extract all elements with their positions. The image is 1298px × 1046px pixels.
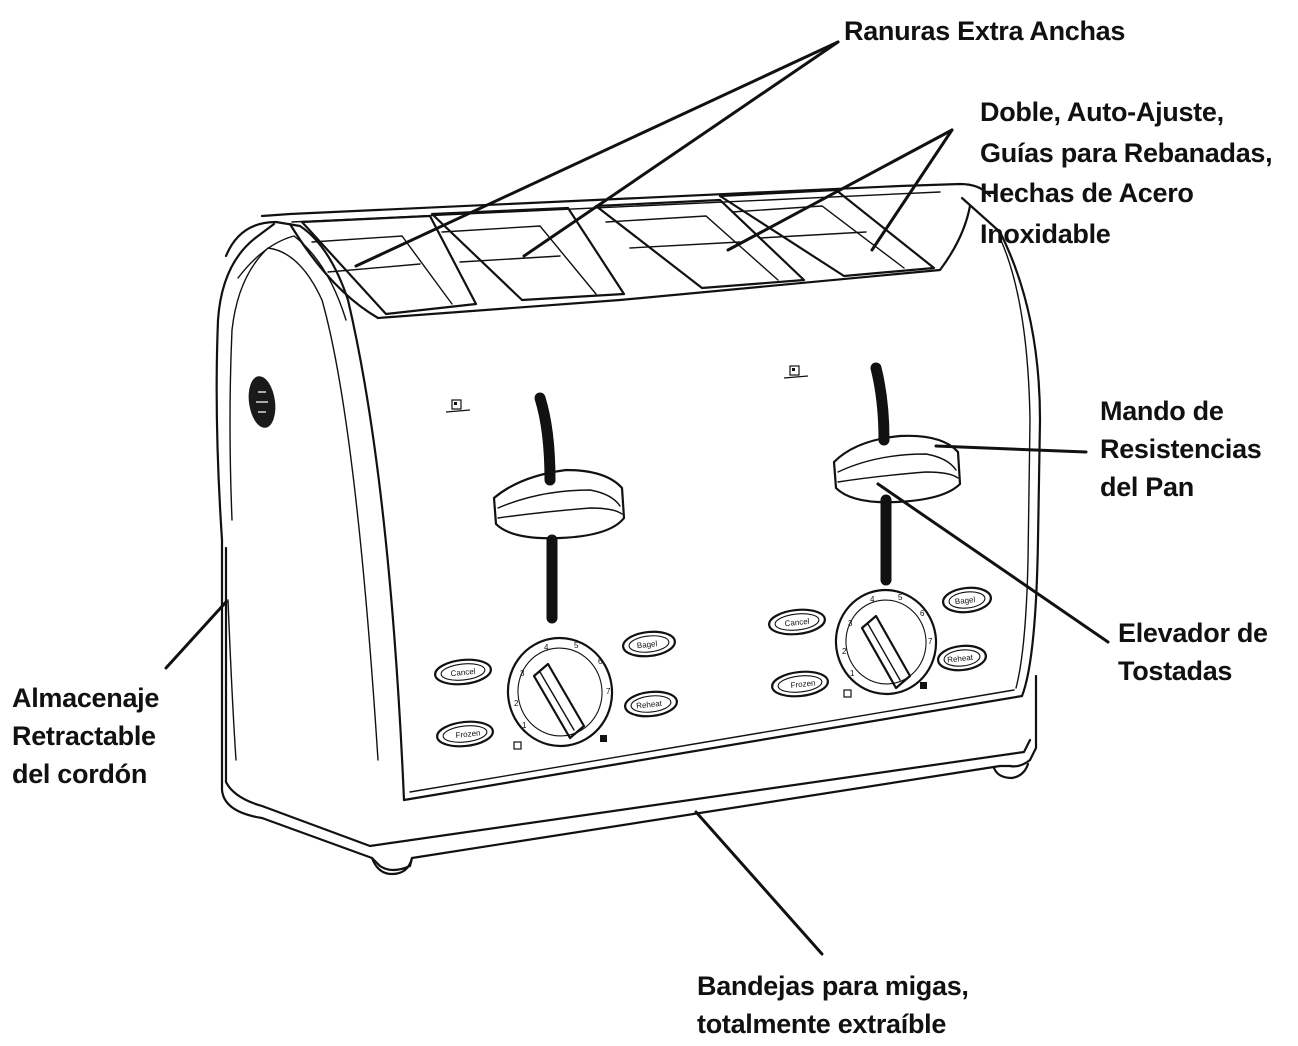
lever-left: [492, 392, 626, 624]
dial-tick: 7: [928, 637, 933, 646]
browning-dial-left[interactable]: 1 2 3 4 5 6 7: [501, 631, 619, 752]
bagel-button[interactable]: Bagel: [622, 629, 676, 658]
cancel-label: Cancel: [784, 617, 810, 629]
bread-slot-3: [594, 198, 806, 290]
callout-line: Doble, Auto-Ajuste,: [980, 97, 1224, 127]
dial-tick: 4: [544, 643, 549, 652]
frozen-label: Frozen: [790, 678, 816, 690]
callout-line: Ranuras Extra Anchas: [844, 16, 1126, 46]
leader-slots-1: [354, 40, 840, 268]
dial-tick: 1: [522, 721, 527, 730]
reheat-label: Reheat: [947, 653, 974, 665]
callout-toast-lift: Elevador de Tostadas: [1118, 614, 1268, 690]
leader-lines: [164, 40, 1110, 956]
callout-crumb-tray: Bandejas para migas, totalmente extraíbl…: [697, 967, 969, 1043]
leader-guides-1: [726, 128, 954, 252]
callout-line: Inoxidable: [980, 218, 1111, 249]
browning-dial-right[interactable]: 1 2 3 4 5 6 7: [829, 584, 943, 701]
callout-extra-wide-slots: Ranuras Extra Anchas: [844, 12, 1125, 50]
reheat-button[interactable]: Reheat: [624, 689, 678, 718]
callout-line: Tostadas: [1118, 656, 1233, 686]
leader-lever: [876, 482, 1110, 644]
bagel-label: Bagel: [636, 639, 658, 650]
bagel-label: Bagel: [954, 595, 976, 606]
leader-tray: [694, 810, 824, 956]
logo-badge-icon: [248, 376, 276, 428]
frozen-label: Frozen: [455, 728, 481, 740]
dial-tick: 6: [920, 609, 925, 618]
dial-tick: 1: [850, 669, 855, 678]
dial-tick: 2: [514, 699, 519, 708]
controls-right: Cancel Frozen Bagel Reheat: [768, 584, 993, 701]
frozen-button[interactable]: Frozen: [436, 719, 494, 749]
callout-line: Elevador de: [1118, 618, 1268, 648]
dial-tick: 5: [898, 593, 903, 602]
callout-line: Mando de: [1100, 396, 1224, 426]
dial-tick: 2: [842, 647, 847, 656]
bagel-button[interactable]: Bagel: [941, 586, 993, 615]
dial-tick: 3: [848, 619, 853, 628]
frozen-button[interactable]: Frozen: [771, 669, 829, 699]
dial-tick: 6: [598, 657, 603, 666]
leader-knob: [934, 444, 1088, 454]
callout-browning-knob: Mando de Resistencias del Pan: [1100, 392, 1262, 506]
toast-icon: [783, 365, 809, 379]
leader-guides-2: [870, 128, 954, 252]
dial-tick: 7: [606, 687, 611, 696]
callout-line: Retractable: [12, 721, 156, 751]
cancel-button[interactable]: Cancel: [434, 657, 492, 687]
leader-cord: [164, 600, 228, 670]
callout-line: Guías para Rebanadas,: [980, 137, 1273, 168]
toaster-body: Cancel Frozen Bagel Reheat: [215, 182, 1042, 876]
reheat-label: Reheat: [636, 699, 663, 711]
dial-tick: 3: [520, 669, 525, 678]
callout-line: Hechas de Acero: [980, 178, 1194, 208]
lever-right: [832, 362, 962, 586]
toast-icon: [445, 399, 471, 413]
cancel-label: Cancel: [450, 667, 476, 679]
bread-slot-1: [300, 214, 478, 316]
callout-line: Bandejas para migas,: [697, 971, 969, 1001]
bread-slot-2: [430, 206, 626, 302]
callout-line: Resistencias: [1100, 434, 1262, 464]
callout-line: Almacenaje: [12, 683, 160, 713]
cancel-button[interactable]: Cancel: [768, 607, 826, 637]
reheat-button[interactable]: Reheat: [936, 644, 988, 673]
leader-slots-2: [522, 40, 840, 258]
dial-tick: 4: [870, 595, 875, 604]
callout-line: del Pan: [1100, 472, 1194, 502]
dark-shade-icon: [600, 735, 607, 742]
callout-line: del cordón: [12, 759, 148, 789]
controls-left: Cancel Frozen Bagel Reheat: [434, 629, 678, 752]
light-shade-icon: [843, 689, 852, 698]
dark-shade-icon: [920, 682, 927, 689]
callout-bread-guides: Doble, Auto-Ajuste, Guías para Rebanadas…: [980, 92, 1273, 254]
bread-slot-4: [718, 188, 936, 278]
callout-line: totalmente extraíble: [697, 1009, 947, 1039]
dial-tick: 5: [574, 641, 579, 650]
callout-cord-storage: Almacenaje Retractable del cordón: [12, 679, 159, 793]
light-shade-icon: [513, 741, 522, 750]
